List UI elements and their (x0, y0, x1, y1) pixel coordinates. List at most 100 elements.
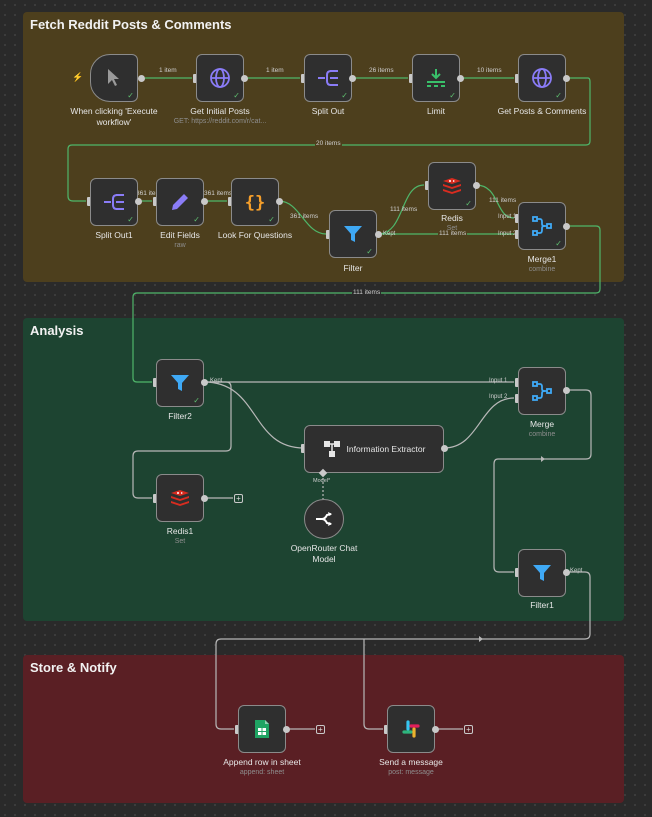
node-get-posts-comments[interactable]: ✓ (518, 54, 566, 102)
output-port[interactable] (473, 182, 480, 189)
output-port[interactable] (563, 75, 570, 82)
input-port[interactable] (193, 74, 197, 83)
node-merge1[interactable]: ✓ (518, 202, 566, 250)
tree-icon (323, 441, 340, 457)
node-send-a-message[interactable] (387, 705, 435, 753)
node-split-out1[interactable]: ✓ (90, 178, 138, 226)
input-port[interactable] (301, 444, 305, 453)
input-port[interactable] (515, 74, 519, 83)
node-label: Filter1 (530, 600, 554, 610)
openrouter-icon (316, 512, 332, 526)
node-filter2[interactable]: ✓ (156, 359, 204, 407)
svg-text:{}: {} (245, 193, 265, 213)
input-port[interactable] (153, 494, 157, 503)
check-icon: ✓ (127, 91, 134, 100)
output-port[interactable] (138, 75, 145, 82)
edge-label: 111 items (390, 206, 418, 213)
input-port[interactable] (515, 214, 519, 223)
check-icon: ✓ (233, 91, 240, 100)
input-port[interactable] (153, 378, 157, 387)
input-port[interactable] (235, 725, 239, 734)
node-edit-fields[interactable]: ✓ (156, 178, 204, 226)
node-look-for-questions[interactable]: {} ✓ (231, 178, 279, 226)
node-get-initial-posts[interactable]: ✓ (196, 54, 244, 102)
node-redis1[interactable] (156, 474, 204, 522)
add-node-button[interactable]: + (464, 725, 473, 734)
limit-icon (427, 69, 445, 87)
edge-label: 10 items (477, 67, 502, 74)
node-filter[interactable]: ✓ (329, 210, 377, 258)
node-limit[interactable]: ✓ (412, 54, 460, 102)
node-label: Filter (343, 263, 363, 273)
input-port[interactable] (515, 378, 519, 387)
input-port[interactable] (326, 230, 330, 239)
input1-label: Input 1 (489, 378, 508, 384)
input-port[interactable] (425, 181, 429, 190)
output-port[interactable] (241, 75, 248, 82)
check-icon: ✓ (449, 91, 456, 100)
input2-label: Input 2 (489, 394, 508, 400)
output-port[interactable] (375, 231, 382, 238)
input-port[interactable] (515, 568, 519, 577)
input-port[interactable] (301, 74, 305, 83)
edge-filter2-extractor (203, 381, 305, 449)
output-port[interactable] (563, 223, 570, 230)
merge-icon (532, 381, 552, 401)
output-port[interactable] (283, 726, 290, 733)
output-port[interactable] (563, 569, 570, 576)
node-label: When clicking 'Execute workflow' (70, 106, 158, 127)
output-port[interactable] (432, 726, 439, 733)
node-redis[interactable]: ✓ (428, 162, 476, 210)
globe-icon (532, 68, 552, 88)
node-filter1[interactable] (518, 549, 566, 597)
edge-label: 26 items (369, 67, 394, 74)
node-trigger[interactable]: ✓ (90, 54, 138, 102)
edge-extractor-merge (443, 397, 515, 449)
input-port[interactable] (515, 230, 519, 239)
input-port[interactable] (87, 197, 91, 206)
input-port[interactable] (409, 74, 413, 83)
section-title: Store & Notify (30, 660, 117, 675)
edge-label: 20 items (315, 140, 342, 147)
node-label: Send a message (379, 757, 443, 767)
redis-icon (171, 490, 189, 506)
output-port[interactable] (201, 198, 208, 205)
node-openrouter-chat-model[interactable] (304, 499, 344, 539)
node-merge[interactable] (518, 367, 566, 415)
node-subtitle: raw (174, 242, 186, 249)
kept-label: Kept (570, 568, 583, 574)
node-subtitle: Set (174, 538, 186, 545)
input-port[interactable] (384, 725, 388, 734)
add-node-button[interactable]: + (316, 725, 325, 734)
output-port[interactable] (441, 445, 448, 452)
output-port[interactable] (135, 198, 142, 205)
section-title: Analysis (30, 323, 84, 338)
node-label: OpenRouter Chat Model (290, 543, 358, 564)
add-node-button[interactable]: + (234, 494, 243, 503)
output-port[interactable] (349, 75, 356, 82)
node-label: Limit (427, 106, 445, 116)
check-icon: ✓ (465, 199, 472, 208)
model-label: Model* (313, 478, 331, 484)
output-port[interactable] (201, 379, 208, 386)
node-label: Merge1 (527, 254, 557, 264)
input2-label: Input 2 (498, 231, 517, 237)
input1-label: Input 1 (498, 214, 517, 220)
node-append-row-in-sheet[interactable] (238, 705, 286, 753)
node-subtitle: combine (528, 266, 556, 273)
output-port[interactable] (276, 198, 283, 205)
edge-filter1-append (215, 571, 591, 730)
node-information-extractor[interactable]: Information Extractor (304, 425, 444, 473)
input-port[interactable] (515, 394, 519, 403)
output-port[interactable] (457, 75, 464, 82)
edge-look-filter (278, 200, 327, 235)
node-split-out[interactable]: ✓ (304, 54, 352, 102)
node-label: Redis (441, 213, 463, 223)
check-icon: ✓ (555, 239, 562, 248)
input-port[interactable] (153, 197, 157, 206)
output-port[interactable] (201, 495, 208, 502)
output-port[interactable] (563, 387, 570, 394)
input-port[interactable] (228, 197, 232, 206)
node-label: Information Extractor (346, 444, 426, 454)
check-icon: ✓ (268, 215, 275, 224)
